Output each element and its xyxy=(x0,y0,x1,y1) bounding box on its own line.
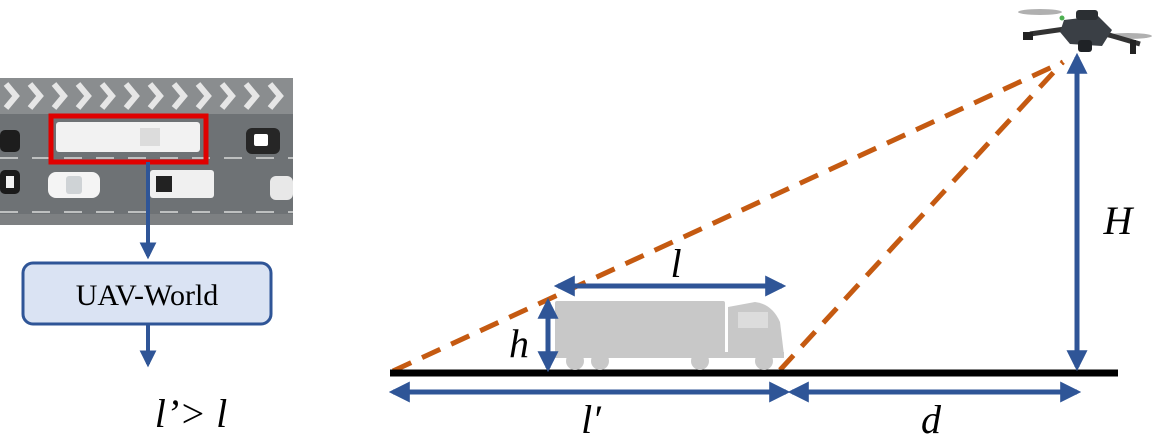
detection-box xyxy=(48,113,209,165)
label-d: d xyxy=(921,397,942,439)
label-l: l xyxy=(670,241,681,286)
label-l-prime: l′ xyxy=(581,397,602,439)
label-H: H xyxy=(1103,198,1135,243)
label-h: h xyxy=(509,321,529,366)
uav-world-label: UAV-World xyxy=(76,279,219,312)
sight-lines xyxy=(391,59,1065,374)
truck-silhouette-icon xyxy=(555,301,784,370)
aerial-road-photo xyxy=(0,78,293,225)
quadcopter-drone-icon xyxy=(1018,9,1152,54)
inference-result-text: l’> l xyxy=(155,391,228,436)
